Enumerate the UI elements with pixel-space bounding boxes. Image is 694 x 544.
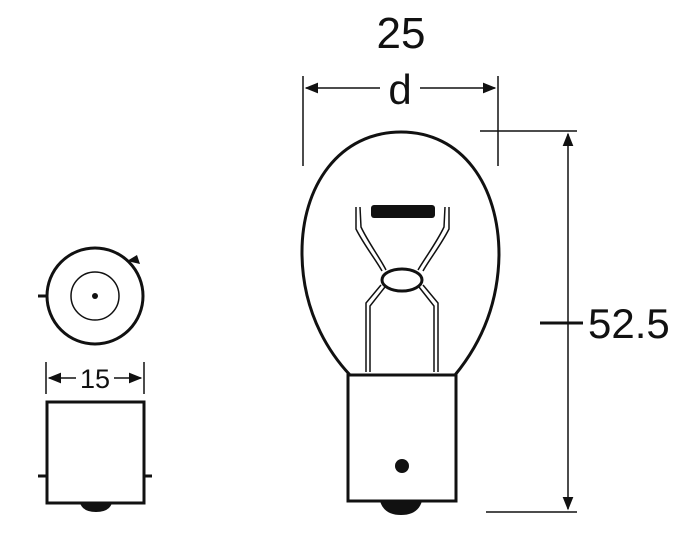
filament-assembly (355, 205, 450, 372)
diameter-dimension: d 25 (302, 9, 499, 166)
diameter-symbol-label: d (388, 66, 411, 113)
base-side-view (38, 400, 152, 512)
base-width-label: 15 (80, 364, 110, 394)
bulb-side-view (300, 130, 501, 515)
height-label: 52.5 (588, 300, 670, 347)
overall-width-label: 25 (377, 9, 426, 58)
base-width-dimension: 15 (45, 362, 145, 394)
height-dimension: 52.5 (480, 130, 670, 513)
base-end-view (38, 246, 145, 346)
